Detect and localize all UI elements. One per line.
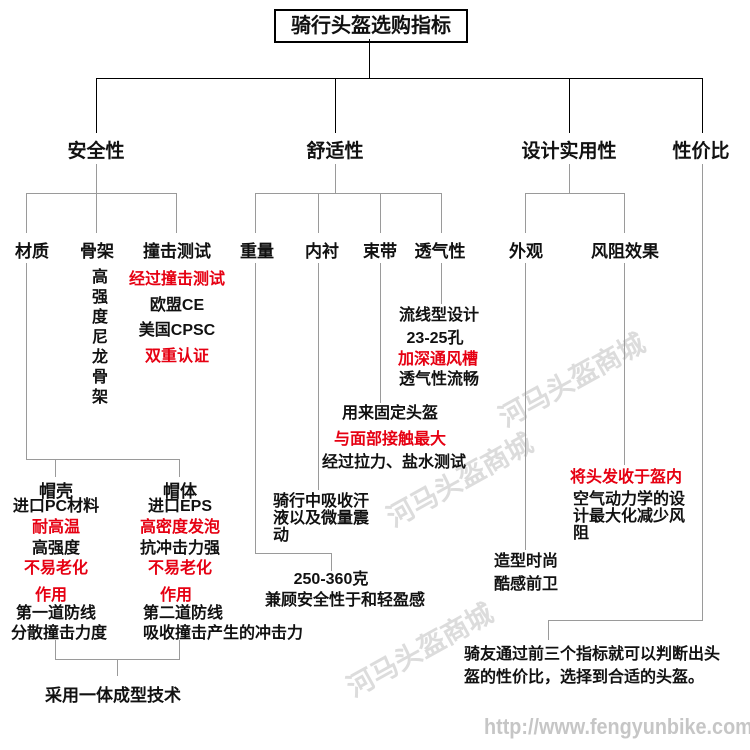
connector-line — [548, 620, 549, 640]
connector-line — [548, 620, 703, 621]
connector-line — [369, 39, 370, 78]
connector-line — [26, 263, 27, 459]
connector-line — [255, 193, 442, 194]
shell-detail: 作用 — [34, 587, 68, 604]
page-title: 骑行头盔选购指标 — [274, 9, 468, 43]
connector-line — [26, 459, 180, 460]
node-wind-resistance: 风阻效果 — [591, 242, 659, 261]
connector-line — [96, 78, 97, 133]
wind-detail: 将头发收于盔内 — [569, 469, 683, 486]
connector-line — [331, 553, 332, 571]
connector-line — [117, 659, 118, 676]
url-watermark: http://www.fengyunbike.com — [484, 714, 750, 739]
body-detail: 第二道防线 — [143, 605, 224, 622]
branch-safety: 安全性 — [67, 141, 125, 162]
connector-line — [525, 193, 526, 233]
skeleton-note: 高强度尼龙骨架 — [89, 268, 106, 408]
appearance-detail: 酷感前卫 — [493, 576, 559, 593]
connector-line — [96, 193, 97, 233]
node-weight: 重量 — [240, 242, 274, 261]
weight-detail: 250-360克 — [293, 571, 369, 588]
shell-detail: 高强度 — [31, 540, 81, 557]
body-detail: 吸收撞击产生的冲击力 — [143, 625, 304, 642]
impact-detail: 欧盟CE — [149, 297, 205, 314]
weight-detail: 兼顾安全性于和轻盈感 — [264, 592, 426, 609]
branch-comfort: 舒适性 — [306, 141, 364, 162]
connector-line — [96, 164, 97, 193]
strap-detail: 用来固定头盔 — [341, 405, 439, 422]
connector-line — [624, 263, 625, 465]
lining-note: 骑行中吸收汗液以及微量震动 — [273, 493, 370, 544]
connector-line — [525, 263, 526, 550]
strap-detail: 经过拉力、盐水测试 — [321, 454, 467, 471]
connector-line — [26, 193, 27, 233]
connector-line — [702, 164, 703, 620]
connector-line — [569, 78, 570, 133]
connector-line — [55, 640, 56, 659]
branch-value: 性价比 — [672, 141, 730, 162]
connector-line — [176, 193, 177, 233]
node-material: 材质 — [15, 242, 49, 261]
breathability-detail: 23-25孔 — [406, 330, 464, 347]
breathability-detail: 加深通风槽 — [397, 351, 479, 368]
connector-line — [255, 263, 256, 553]
connector-line — [569, 164, 570, 193]
connector-line — [624, 193, 625, 233]
connector-line — [702, 78, 703, 133]
connector-line — [380, 263, 381, 403]
impact-detail: 双重认证 — [144, 348, 210, 365]
connector-line — [255, 193, 256, 233]
node-body: 帽体 — [163, 482, 197, 501]
branch-design: 设计实用性 — [521, 141, 617, 162]
node-skeleton: 骨架 — [80, 242, 114, 261]
connector-line — [318, 193, 319, 233]
value-note: 骑友通过前三个指标就可以判断出头盔的性价比，选择到合适的头盔。 — [464, 646, 721, 686]
impact-detail: 美国CPSC — [138, 322, 216, 339]
body-detail: 进口EPS — [147, 498, 213, 515]
impact-detail: 经过撞击测试 — [128, 271, 226, 288]
connector-line — [26, 193, 177, 194]
node-breathability: 透气性 — [414, 242, 466, 261]
wind-detail: 空气动力学的设计最大化减少风阻 — [573, 491, 686, 542]
node-appearance: 外观 — [509, 242, 543, 261]
body-detail: 高密度发泡 — [139, 519, 221, 536]
breathability-detail: 流线型设计 — [398, 307, 480, 324]
body-detail: 作用 — [159, 587, 193, 604]
connector-line — [255, 553, 331, 554]
connector-line — [441, 193, 442, 233]
node-lining: 内衬 — [305, 242, 339, 261]
body-detail: 不易老化 — [147, 560, 213, 577]
node-shell: 帽壳 — [39, 482, 73, 501]
strap-detail: 与面部接触最大 — [333, 431, 447, 448]
connector-line — [380, 193, 381, 233]
connector-line — [525, 193, 624, 194]
shell-detail: 进口PC材料 — [12, 498, 100, 515]
node-impact-test: 撞击测试 — [143, 242, 211, 261]
brand-watermark: 河马头盔商城 — [493, 328, 651, 433]
connector-line — [179, 640, 180, 659]
shell-detail: 分散撞击力度 — [10, 625, 108, 642]
node-strap: 束带 — [363, 242, 397, 261]
body-detail: 抗冲击力强 — [139, 540, 221, 557]
breathability-detail: 透气性流畅 — [398, 371, 480, 388]
shell-detail: 耐高温 — [31, 519, 81, 536]
connector-line — [179, 459, 180, 477]
appearance-detail: 造型时尚 — [493, 553, 559, 570]
shell-detail: 第一道防线 — [15, 605, 97, 622]
shell-detail: 不易老化 — [23, 560, 89, 577]
connector-line — [335, 78, 336, 133]
connector-line — [335, 164, 336, 193]
material-note: 采用一体成型技术 — [45, 686, 181, 705]
connector-line — [318, 263, 319, 490]
connector-line — [55, 459, 56, 477]
connector-line — [441, 263, 442, 304]
connector-line — [96, 78, 703, 79]
